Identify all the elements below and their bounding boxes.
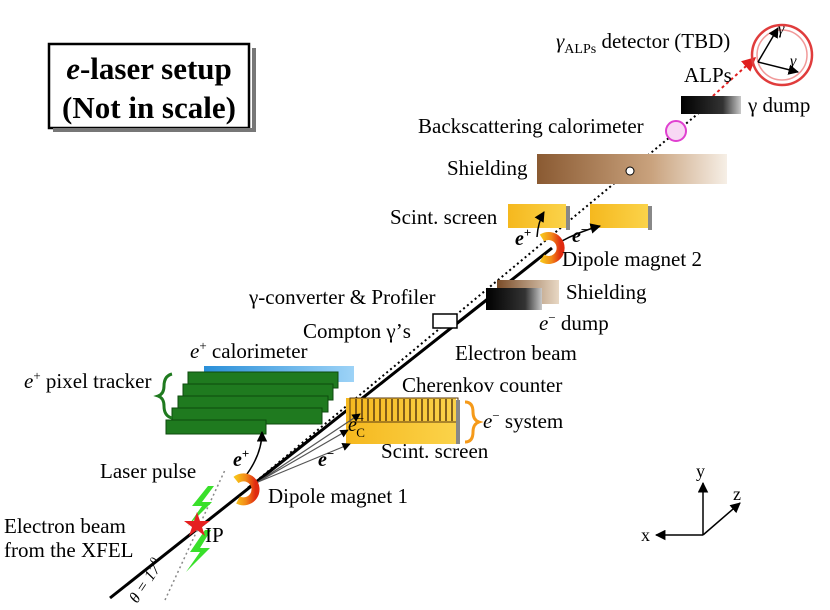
e-minus-fan-2 [257,443,351,483]
e-plus-pixel-tracker [165,371,339,435]
axis-z-arrow [702,502,741,536]
ip-label: IP [205,523,224,547]
e-plus-pixel-tracker-label: e+ pixel tracker [24,368,151,393]
electron-beam-from-xfel-line-2: from the XFEL [4,538,133,562]
e-plus-lower: e+ [233,446,249,471]
gamma-dump-label: γ dump [747,93,810,117]
cherenkov-counter [346,397,460,444]
gamma-converter-profiler [432,313,458,329]
e-minus-upper: e− [572,222,588,247]
laser-angle-line [164,469,226,601]
scint-screen-upper-left [508,204,566,228]
e-minus-system-label: e− system [483,408,563,433]
laser-bolt-upper [188,486,214,526]
electron-beam-from-xfel-line-1: Electron beam [4,514,126,538]
gamma-converter-profiler-label: γ-converter & Profiler [248,285,436,309]
backscattering-calorimeter-label: Backscattering calorimeter [418,114,644,138]
dipole-magnet-1 [233,473,260,506]
title-box: e-laser setup (Not in scale) [47,42,256,132]
e-plus-upper: e+ [515,225,531,250]
compton-gammas-label: Compton γ’s [303,319,411,343]
alps-label: ALPs [684,63,732,87]
dipole-magnet-1-label: Dipole magnet 1 [268,484,408,508]
scint-screen-upper-right [590,204,648,228]
detector-gamma-1: γ [778,21,785,38]
dipole-magnet-2-label: Dipole magnet 2 [562,247,702,271]
axis-y-label: y [696,461,705,481]
coordinate-axes: y z x [641,461,741,545]
gamma-alps-detector: γ γ [750,21,814,87]
laser-bolt-lower [186,530,211,572]
gamma-alps-detector-label: γALPs detector (TBD) [556,29,730,57]
e-minus-fan-3 [257,413,361,483]
laser-pulse-label: Laser pulse [100,459,196,483]
ip-star-icon [184,512,210,536]
electron-beam-label: Electron beam [455,341,577,365]
axis-x-label: x [641,525,650,545]
axis-z-label: z [733,484,741,504]
dipole-magnet-2 [539,232,565,264]
e-minus-fan-1 [257,429,349,483]
e-minus-compton-label: e−C [348,411,365,440]
e-minus-lower: e− [318,446,334,471]
e-minus-dump-label: e− dump [539,310,609,335]
title-line-1: e-laser setup [66,51,232,86]
title-line-2: (Not in scale) [62,90,236,125]
tracker-brace [153,372,173,420]
scint-screen-lower-label: Scint. screen [381,439,489,463]
electron-beam-line-upper [247,299,488,489]
cherenkov-counter-label: Cherenkov counter [402,373,562,397]
scint-screen-upper-label: Scint. screen [390,205,498,229]
shielding-upper-label: Shielding [447,156,528,180]
detector-gamma-2: γ [790,53,797,70]
backscattering-calorimeter [665,120,687,142]
e-minus-system-brace [464,400,484,444]
gamma-dump [681,96,741,114]
shielding-lower-label: Shielding [566,280,647,304]
e-minus-dump [486,288,542,310]
e-plus-calorimeter-label: e+ calorimeter [190,338,308,363]
